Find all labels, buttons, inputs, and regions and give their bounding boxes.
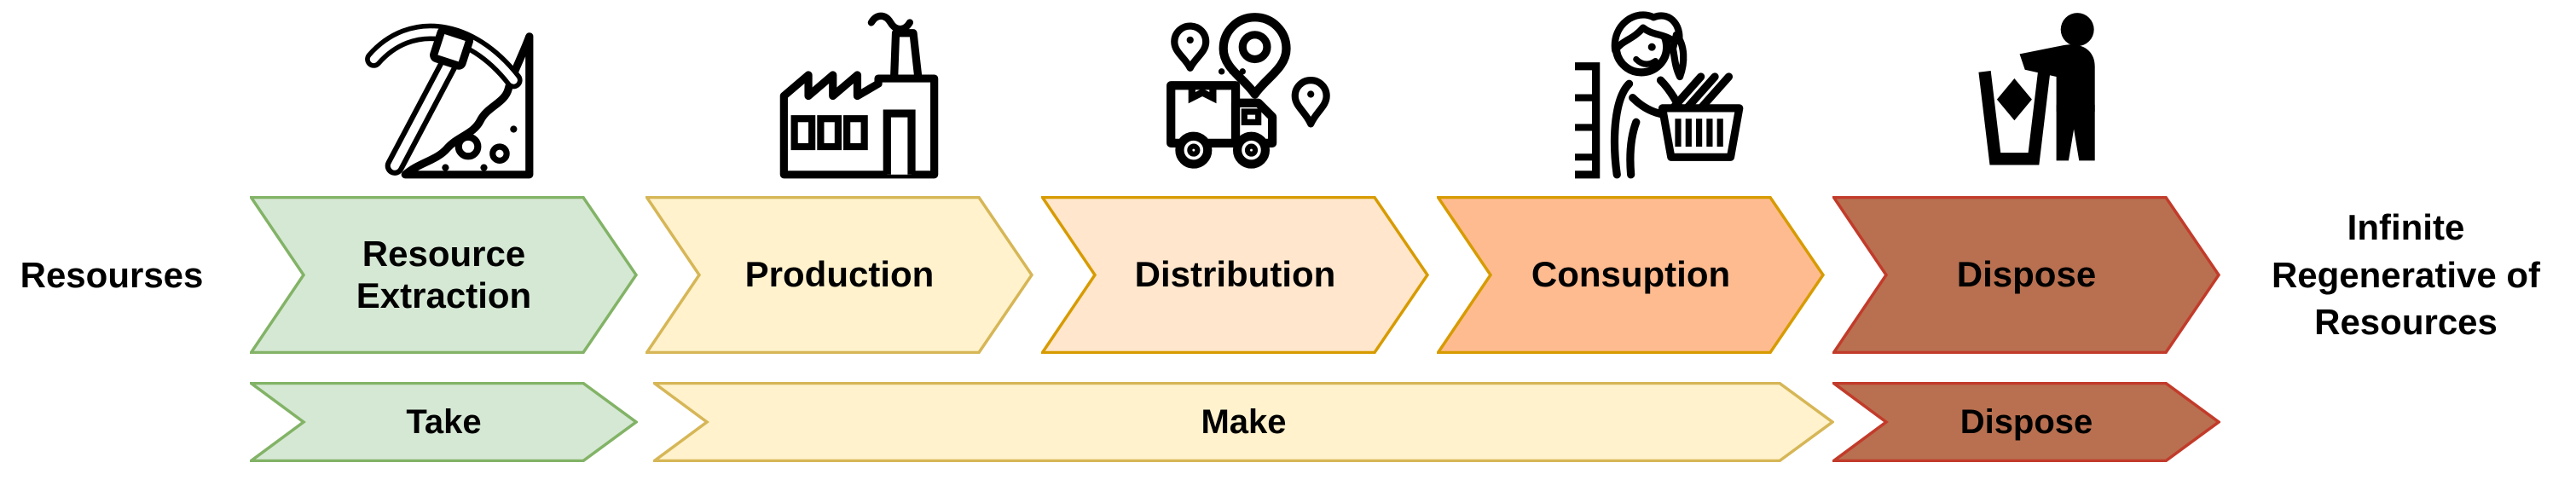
resources-source-label: Resourses [0, 196, 223, 354]
phase-label-make: Make [1201, 403, 1287, 441]
shopper-icon-svg [1575, 11, 1744, 179]
stage-label-production: Production [744, 254, 935, 295]
stage-dispose: Dispose [1832, 196, 2220, 354]
pickaxe-mining-icon [362, 7, 536, 182]
chevron-shape [250, 196, 638, 354]
chevron-shape [653, 382, 1834, 462]
factory-icon [772, 7, 946, 182]
chevron-shape [1437, 196, 1825, 354]
phase-dispose: Dispose [1832, 382, 2220, 462]
delivery-truck-icon-svg [1166, 13, 1330, 169]
stage-label-distribution: Distribution [1134, 254, 1336, 295]
dispose-icon-svg [1978, 13, 2095, 165]
chevron-shape [1832, 196, 2220, 354]
phase-label-take: Take [406, 403, 482, 441]
stage-resource-extraction: Resource Extraction [250, 196, 638, 354]
infinite-regenerative-label: Infinite Regenerative of Resources [2236, 196, 2576, 354]
pickaxe-icon-svg [365, 23, 534, 179]
right-label-line-1: Infinite [2347, 206, 2465, 247]
stage-distribution: Distribution [1041, 196, 1429, 354]
phase-make: Make [653, 382, 1834, 462]
factory-icon-svg [779, 12, 939, 179]
stage-label-dispose: Dispose [1956, 254, 2097, 295]
phase-take: Take [250, 382, 638, 462]
stage-label-consumption: Consuption [1531, 254, 1731, 295]
stage-consumption: Consuption [1437, 196, 1825, 354]
stage-production: Production [645, 196, 1033, 354]
phase-label-dispose: Dispose [1959, 403, 2093, 441]
shopper-basket-icon [1573, 7, 1748, 182]
chevron-shape [645, 196, 1033, 354]
chevron-shape [250, 382, 638, 462]
right-label-line-3: Resources [2314, 302, 2498, 343]
delivery-truck-location-icon [1164, 7, 1339, 182]
stage-label-resource-extraction: Resource Extraction [356, 234, 532, 315]
chevron-shape [1832, 382, 2220, 462]
resources-source-text: Resourses [20, 254, 204, 295]
right-label-line-2: Regenerative of [2271, 254, 2541, 295]
chevron-shape [1041, 196, 1429, 354]
litter-disposal-icon [1965, 7, 2140, 182]
